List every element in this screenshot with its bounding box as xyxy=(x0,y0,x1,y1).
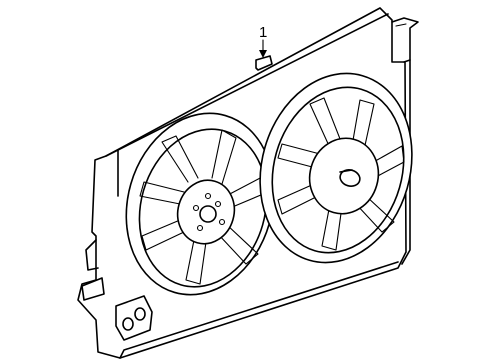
shroud-top-tab xyxy=(255,55,273,71)
right-fan xyxy=(259,72,413,264)
callout-1: 1 xyxy=(259,24,267,58)
left-fan-blades xyxy=(139,129,269,285)
right-fan-blades xyxy=(277,97,405,251)
right-fan-hub xyxy=(308,137,380,215)
electrical-connector xyxy=(115,295,153,341)
left-fan-hub xyxy=(176,179,236,245)
callout-1-label: 1 xyxy=(259,24,267,41)
